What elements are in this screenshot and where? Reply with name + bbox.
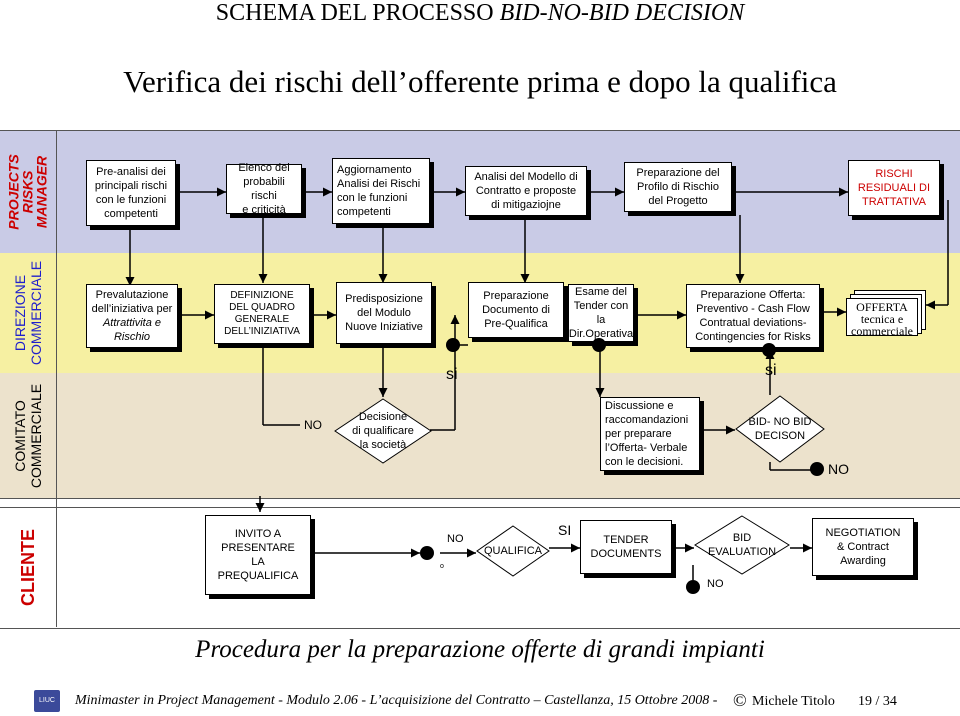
terminator-circle-lane3-d	[810, 462, 824, 476]
decision-diamond-qualifica	[476, 525, 550, 577]
tiny-mark: o	[440, 563, 444, 570]
page-subtitle: Verifica dei rischi dell’offerente prima…	[123, 64, 837, 99]
terminator-circle-lane4-b	[686, 580, 700, 594]
decision-diamond-qualificare	[334, 398, 432, 464]
terminator-circle-lane3-c	[762, 343, 776, 357]
no-label-bid-evaluation: NO	[707, 578, 724, 590]
decision-qualifica-text: QUALIFICA	[483, 545, 543, 557]
si-label-qualificare: si	[446, 366, 458, 383]
decision-diamond-bid-nobid	[735, 395, 825, 463]
procedure-title: Procedura per la preparazione offerte di…	[195, 636, 765, 663]
si-label-bid: si	[765, 362, 777, 379]
terminator-circle-lane4-a	[420, 546, 434, 560]
lane2-box-preparazione-offerta: Preparazione Offerta:Preventivo - Cash F…	[686, 284, 820, 348]
footer-course-line: Minimaster in Project Management - Modul…	[75, 693, 718, 708]
copyright-icon: ©	[733, 690, 747, 710]
terminator-circle-lane3-b	[592, 338, 606, 352]
si-label-qualifica: SI	[558, 522, 572, 538]
no-label-definizione: NO	[304, 418, 322, 432]
process-schema-title: SCHEMA DEL PROCESSO BID-NO-BID DECISION	[215, 0, 745, 26]
lane-cliente	[0, 507, 960, 629]
decision-diamond-bid-evaluation	[694, 515, 790, 575]
lane-label-column	[0, 130, 57, 627]
page-number: 19 / 34	[858, 694, 897, 709]
no-label-bid: NO	[828, 461, 849, 477]
liuc-logo: LIUC	[34, 690, 60, 712]
no-label-qualifica: NO	[447, 533, 464, 545]
terminator-circle-lane3-a	[446, 338, 460, 352]
footer-author: Michele Titolo	[752, 694, 835, 709]
